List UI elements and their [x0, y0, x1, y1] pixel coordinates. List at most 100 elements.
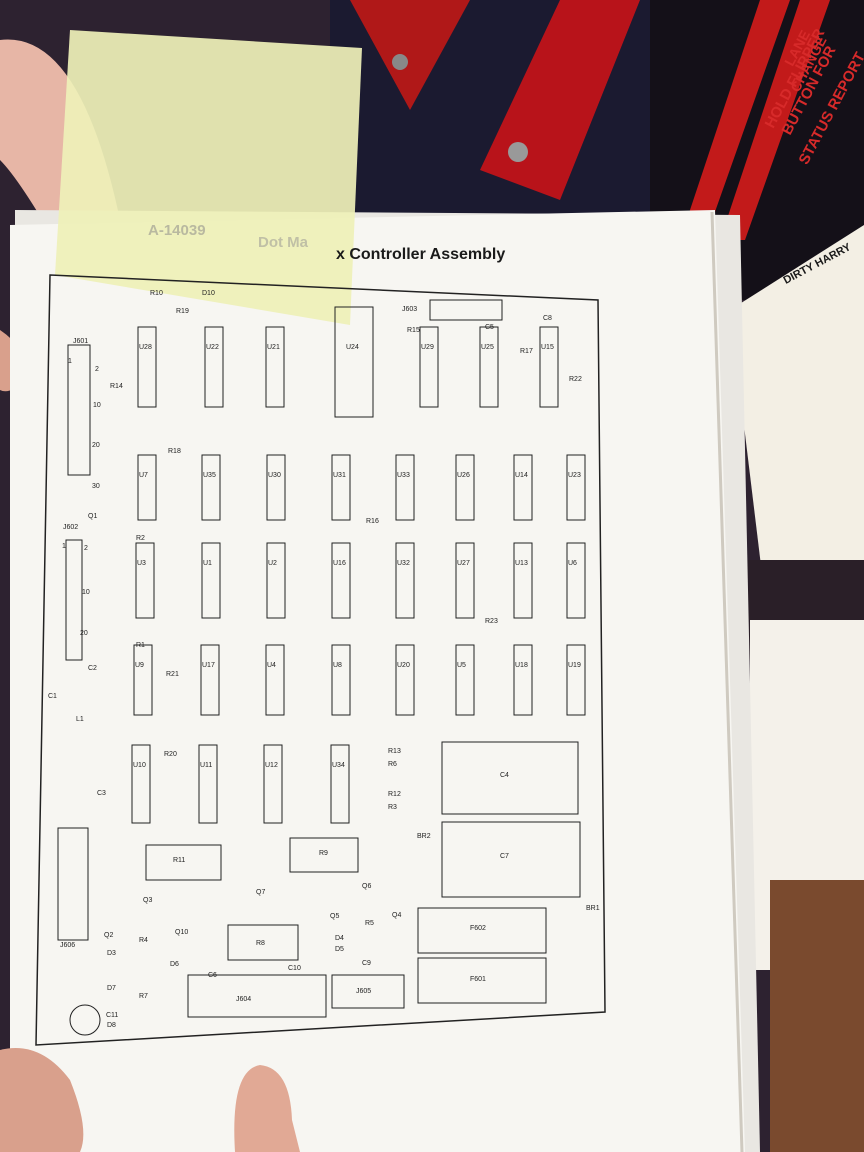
component-label: R1 — [136, 642, 145, 649]
connector-j606 — [57, 827, 89, 941]
component-label: C7 — [500, 853, 509, 860]
component-label: Q3 — [143, 897, 153, 904]
component-label: J605 — [356, 988, 372, 995]
component-label: Q7 — [256, 889, 266, 896]
component-label: C9 — [362, 960, 371, 967]
component-label: U5 — [457, 662, 466, 669]
component-label: BR1 — [586, 905, 600, 912]
component-label: U6 — [568, 560, 577, 567]
ic-outline — [266, 542, 286, 619]
ic-outline — [566, 454, 586, 521]
connector-j601 — [67, 344, 91, 476]
fuse-f601-holder — [417, 957, 547, 1004]
ic-outline — [201, 454, 221, 521]
instruction-card — [730, 225, 864, 640]
ic-outline — [513, 542, 533, 619]
ic-outline — [331, 644, 351, 716]
component-label: C4 — [500, 772, 509, 779]
component-label: 2 — [95, 366, 99, 373]
component-label: U2 — [268, 560, 277, 567]
ic-outline — [513, 644, 533, 716]
component-label: R10 — [150, 290, 163, 297]
component-label: Q1 — [88, 513, 98, 520]
component-label: J603 — [402, 306, 418, 313]
component-label: R21 — [166, 671, 179, 678]
component-label: U23 — [568, 472, 581, 479]
component-label: J602 — [63, 524, 79, 531]
component-label: R2 — [136, 535, 145, 542]
component-label: U35 — [203, 472, 216, 479]
component-label: 1 — [68, 358, 72, 365]
component-label: U4 — [267, 662, 276, 669]
ic-outline — [566, 644, 586, 716]
ic-outline — [133, 644, 153, 716]
component-label: D6 — [170, 961, 179, 968]
ic-outline — [395, 454, 415, 521]
component-label: U10 — [133, 762, 146, 769]
component-label: U15 — [541, 344, 554, 351]
ic-outline — [137, 326, 157, 408]
connector-j604 — [187, 974, 327, 1018]
component-label: U18 — [515, 662, 528, 669]
component-label: C2 — [88, 665, 97, 672]
component-label: R13 — [388, 748, 401, 755]
component-label: J604 — [236, 996, 252, 1003]
capacitor-c4 — [441, 741, 579, 815]
component-label: 10 — [93, 402, 101, 409]
component-label: U1 — [203, 560, 212, 567]
mounting-hole — [69, 1004, 101, 1036]
component-label: R18 — [168, 448, 181, 455]
component-label: U24 — [346, 344, 359, 351]
component-label: C8 — [543, 315, 552, 322]
ic-outline — [330, 744, 350, 824]
ic-outline — [331, 542, 351, 619]
component-label: C3 — [97, 790, 106, 797]
component-label: U8 — [333, 662, 342, 669]
component-label: C1 — [48, 693, 57, 700]
ic-outline — [204, 326, 224, 408]
component-label: L1 — [76, 716, 84, 723]
ic-u24-body — [334, 306, 374, 418]
page-edge — [710, 211, 744, 1152]
component-label: BR2 — [417, 833, 431, 840]
component-label: U28 — [139, 344, 152, 351]
component-label: R15 — [407, 327, 420, 334]
ic-outline — [265, 644, 285, 716]
component-label: U7 — [139, 472, 148, 479]
wood-floor — [770, 880, 864, 1152]
component-label: U9 — [135, 662, 144, 669]
component-label: Q2 — [104, 932, 114, 939]
fuse-f602-holder — [417, 907, 547, 954]
board-outline — [35, 274, 606, 1046]
component-label: D4 — [335, 935, 344, 942]
component-label: U33 — [397, 472, 410, 479]
component-label: R22 — [569, 376, 582, 383]
component-label: Q4 — [392, 912, 402, 919]
connector-j602 — [65, 539, 83, 661]
screw-head-1 — [392, 54, 408, 70]
ic-outline — [135, 542, 155, 619]
title-right: x Controller Assembly — [336, 246, 506, 263]
component-label: U25 — [481, 344, 494, 351]
component-label: R17 — [520, 348, 533, 355]
component-label: C5 — [485, 324, 494, 331]
ic-group — [131, 326, 586, 824]
ic-outline — [419, 326, 439, 408]
component-label: 10 — [82, 589, 90, 596]
component-label: U3 — [137, 560, 146, 567]
ic-outline — [266, 454, 286, 521]
ic-outline — [513, 454, 533, 521]
part-number: A-14039 — [148, 222, 206, 239]
component-label: R19 — [176, 308, 189, 315]
resistor-r9 — [289, 837, 359, 873]
component-label: 2 — [84, 545, 88, 552]
component-label: R12 — [388, 791, 401, 798]
component-label: U13 — [515, 560, 528, 567]
component-label: J606 — [60, 942, 76, 949]
ic-outline — [198, 744, 218, 824]
capacitor-c7 — [441, 821, 581, 898]
title-left: Dot Ma — [258, 234, 308, 251]
component-label: U27 — [457, 560, 470, 567]
component-label: R3 — [388, 804, 397, 811]
component-label: R7 — [139, 993, 148, 1000]
